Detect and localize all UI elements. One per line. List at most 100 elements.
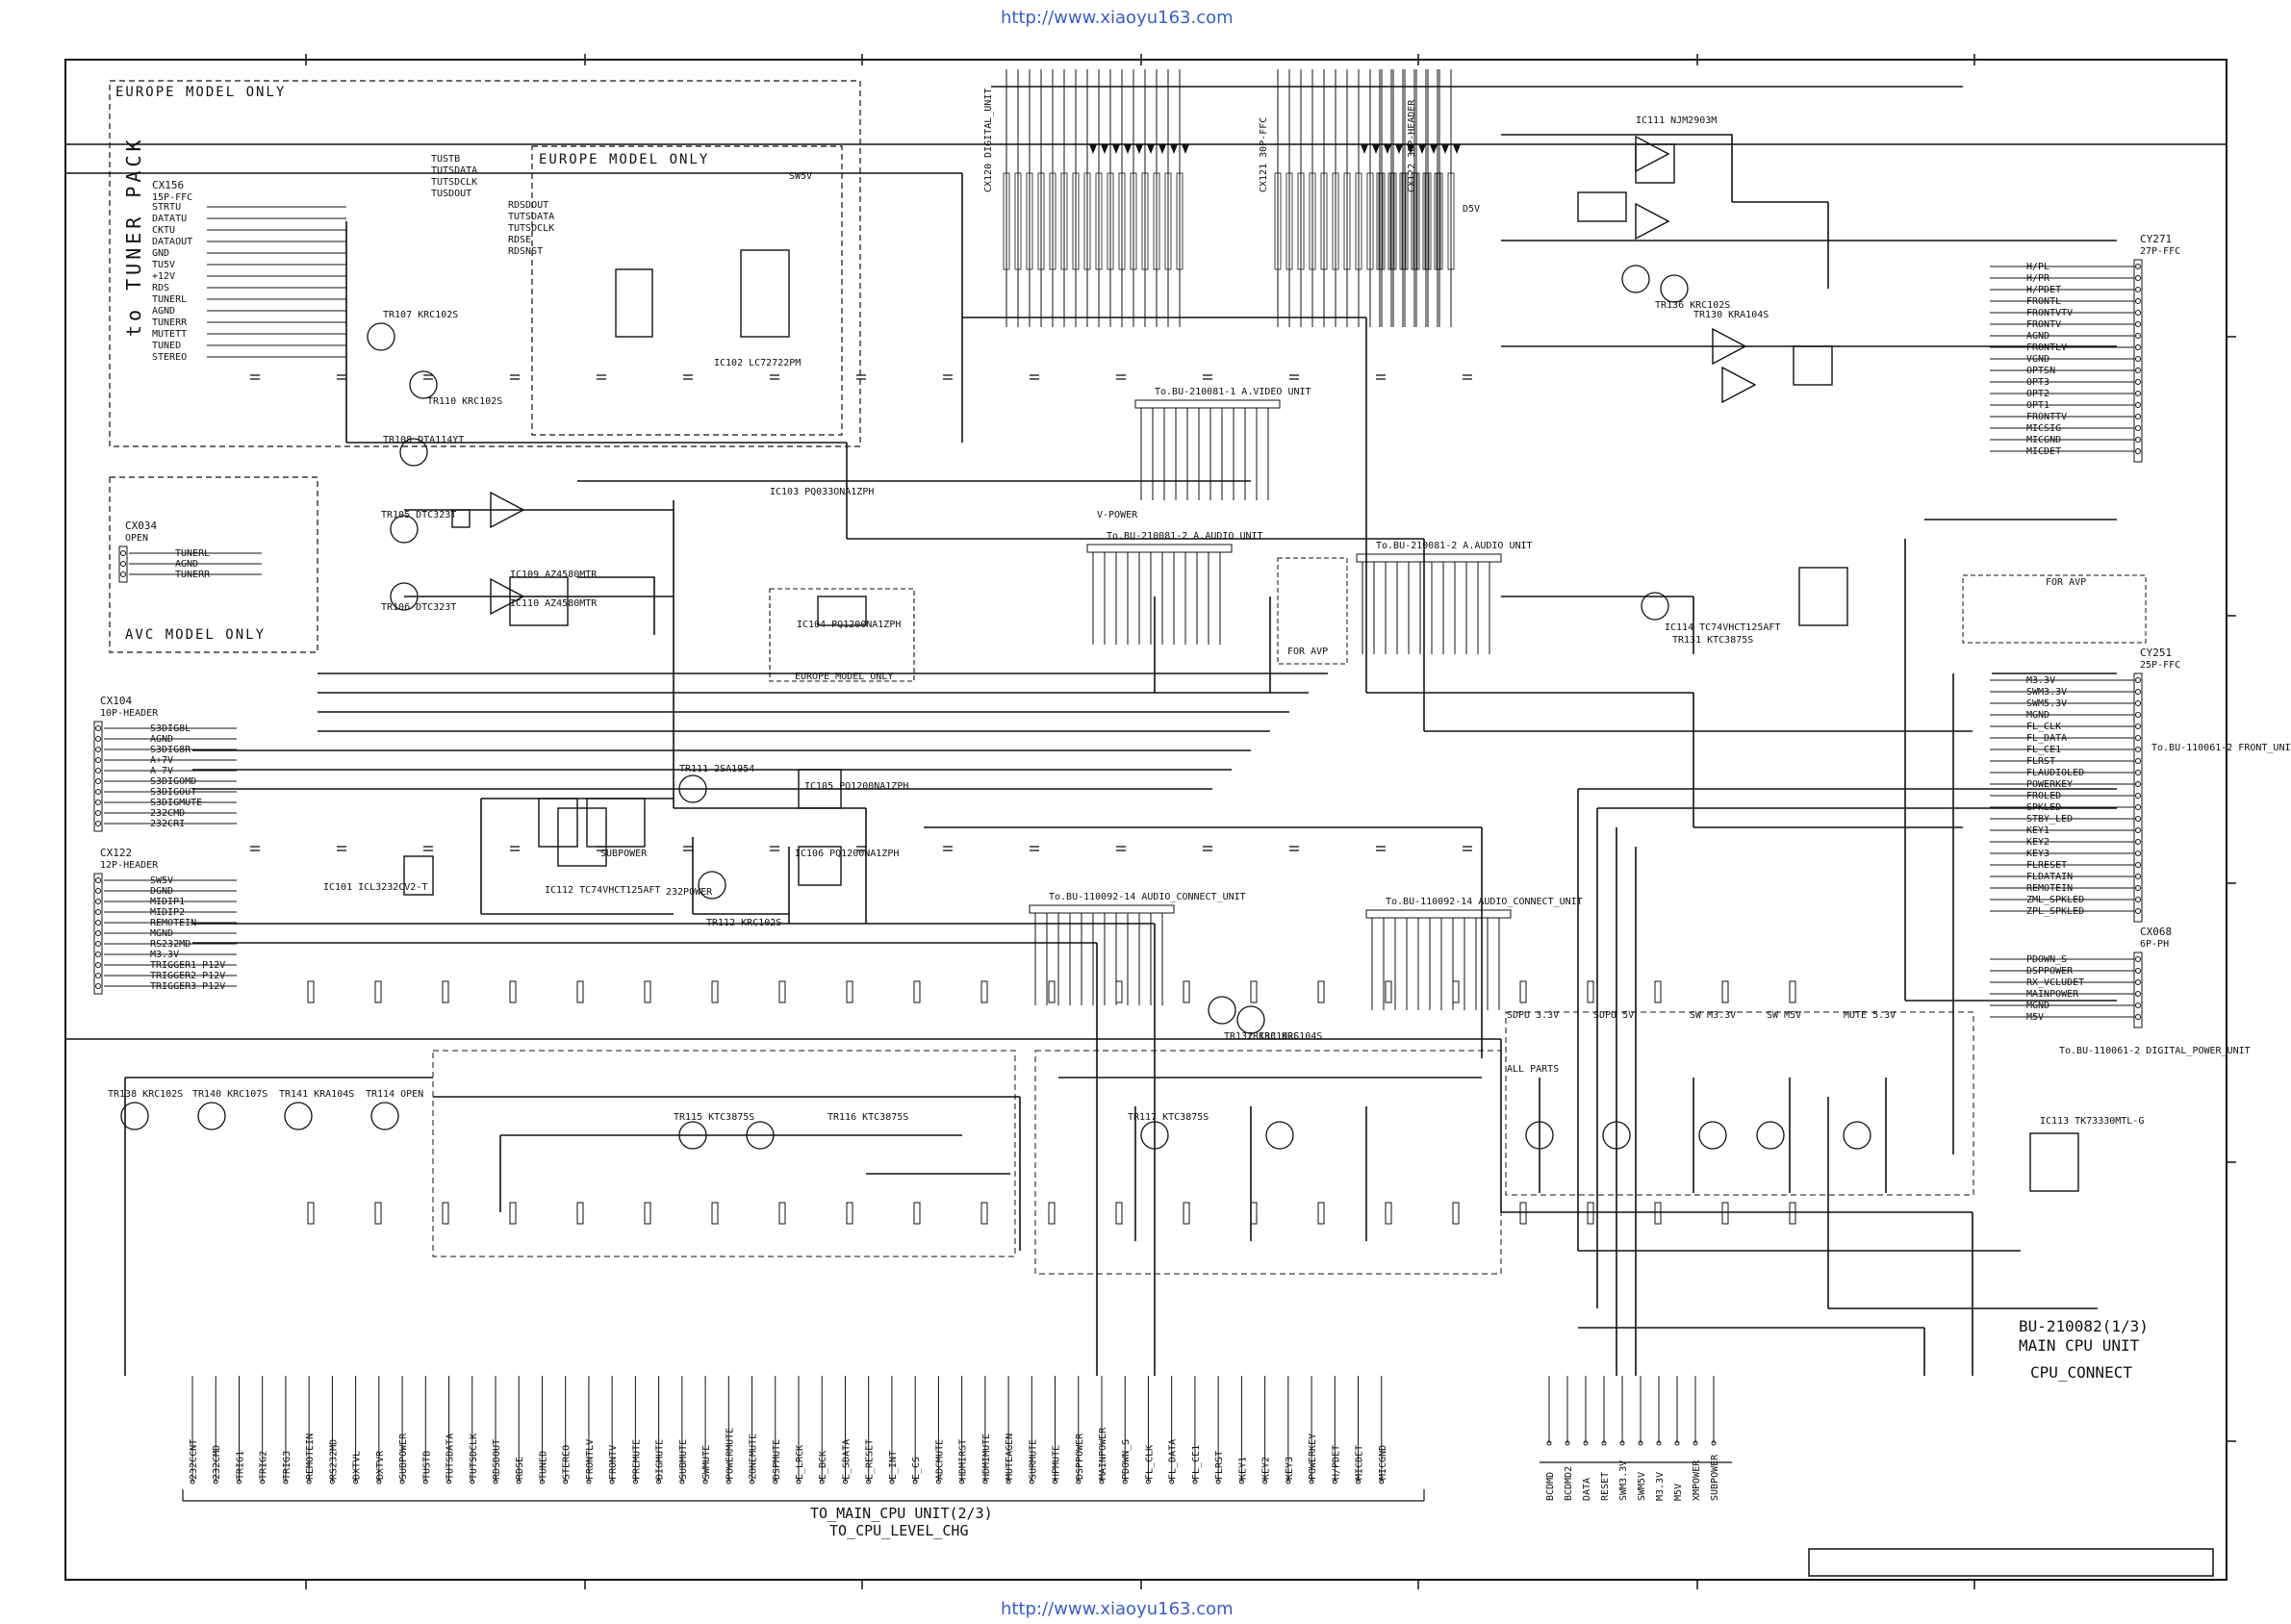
bus-signal-label: SWMUTE	[701, 1445, 712, 1480]
bus-signal-label: 232CMD	[212, 1445, 222, 1480]
bus-signal-label: FL_CE1	[1191, 1445, 1202, 1480]
bus-signal-label: MICDET	[1355, 1445, 1365, 1480]
to-tuner-block-pin: RDSNST	[508, 246, 543, 257]
bus-signal-label: RDSDOUT	[492, 1439, 502, 1480]
transistor-label: TR105 DTC323T	[381, 510, 456, 520]
bus-signal-label: DIGMUTE	[655, 1439, 666, 1480]
left-connector-type: 10P-HEADER	[100, 708, 159, 719]
tuner-pin-label: GND	[152, 248, 169, 259]
bus-signal-label: POWERKEY	[1308, 1434, 1318, 1480]
transistor-label: TR107 KRC102S	[383, 310, 458, 320]
region-europe-outer-label: EUROPE MODEL ONLY	[115, 85, 286, 100]
ic-label: IC112 TC74VHCT125AFT	[545, 885, 660, 896]
ic-labels: IC101 ICL3232CV2-T IC112 TC74VHCT125AFT IC…	[323, 115, 2144, 1127]
title-sheet-name: CPU_CONNECT	[2030, 1363, 2132, 1382]
top-connector-label: CX120 DIGITAL_UNIT	[983, 89, 994, 192]
bus-signal-label: H/PDET	[1331, 1445, 1341, 1480]
region-for-avp-b-label: FOR AVP	[2046, 577, 2086, 588]
title-board-number: BU-210082(1/3)	[2019, 1317, 2149, 1335]
bus-signal-label: DSPPOWER	[1075, 1433, 1085, 1480]
bus-signal-label: TUSTB	[421, 1451, 432, 1480]
to-tuner-block-pin: TUSTB	[431, 154, 460, 165]
to-tuner-block-pin: RDSDOUT	[508, 200, 548, 211]
ic-label: IC105 PQ1200NA1ZPH	[804, 781, 908, 792]
bus-label-cpu-level: TO_CPU_LEVEL_CHG	[829, 1522, 969, 1539]
tuner-pin-label: TUNERR	[152, 317, 188, 328]
bus-right-signal-label: BCDMD2	[1564, 1466, 1574, 1501]
bus-signal-label: E_SDATA	[841, 1439, 852, 1480]
ic-label: IC104 PQ1200NA1ZPH	[797, 620, 901, 630]
power-rail-label: SW M3.3V	[1690, 1010, 1736, 1021]
transistor-label: TR112 KRC102S	[706, 918, 781, 928]
bus-signal-label: MUTEAGEN	[1005, 1434, 1015, 1480]
region-for-avp-b	[1962, 574, 2147, 644]
right-connector-type: 25P-FFC	[2140, 660, 2180, 671]
tuner-pin-label: MUTETT	[152, 329, 187, 340]
left-connector-name: CX104	[100, 695, 132, 707]
ic-label: IC114 TC74VHCT125AFT	[1665, 622, 1780, 633]
top-connector-label: CX121 30P-FFC	[1259, 117, 1269, 192]
to-tuner-block-pin: TUTSDCLK	[508, 223, 554, 234]
bus-signal-label: KEY3	[1285, 1457, 1295, 1480]
region-for-avp-a	[1277, 557, 1348, 665]
power-rail-label: 232POWER	[666, 887, 713, 898]
ic-label: IC109 AZ4580MTR	[510, 570, 598, 580]
region-power-ctrl	[1034, 1050, 1502, 1275]
tuner-pack-label: to TUNER PACK	[122, 136, 145, 337]
title-box	[1808, 1548, 2214, 1577]
region-europe-inner-label: EUROPE MODEL ONLY	[539, 152, 709, 167]
mid-connector-label: To.BU-210081-1 A.VIDEO UNIT	[1155, 387, 1311, 397]
top-connector-label: CX122 30P-HEADER	[1407, 99, 1417, 192]
bus-signal-label: FRONTV	[608, 1445, 619, 1480]
bus-signal-label: E_RESET	[865, 1439, 876, 1480]
sheet-frame	[64, 59, 2227, 1581]
transistor-label: TR106 DTC323T	[381, 602, 456, 613]
bus-signal-label: TUNED	[538, 1451, 548, 1480]
tuner-pin-label: DATAOUT	[152, 237, 192, 247]
power-rail-label: D5V	[1463, 204, 1480, 215]
transistor-label: TR141 KRA104S	[279, 1089, 354, 1100]
wiring	[65, 86, 2227, 1376]
ic-label: IC102 LC72722PM	[714, 358, 801, 368]
ic-label: IC110 AZ4580MTR	[510, 598, 598, 609]
transistor-label: TR131 KTC3875S	[1672, 635, 1753, 646]
ic-label: IC101 ICL3232CV2-T	[323, 882, 427, 893]
region-avc-label: AVC MODEL ONLY	[125, 627, 266, 643]
bus-right-signal-label: DATA	[1582, 1478, 1592, 1501]
bus-signal-label: HDMIRST	[958, 1439, 969, 1480]
transistor-label: TR115 KTC3875S	[674, 1112, 754, 1123]
bus-signal-label: PREMUTE	[631, 1439, 642, 1480]
right-connectors: CY27127P-FFCH/PLH/PRH/PDETFRONTLFRONTVTV…	[1990, 233, 2180, 1028]
transistor-label: TR108 DTA114YT	[383, 435, 464, 445]
to-tuner-block-pins: TUSTBTUTSDATATUTSDCLKTUSDOUTRDSDOUTTUTSD…	[431, 154, 554, 257]
transistor-label: TR136 KRC102S	[1655, 300, 1730, 311]
bus-signal-label: TRIG1	[235, 1451, 245, 1480]
tuner-pin-label: AGND	[152, 306, 175, 317]
title-unit-name: MAIN CPU UNIT	[2019, 1336, 2140, 1355]
ic-label: IC106 PQ1200NA1ZPH	[795, 849, 899, 859]
transistor-label: TR114 OPEN	[366, 1089, 423, 1100]
tuner-pin-label: TUNERL	[152, 294, 187, 305]
bus-right-signal-label: SUBPOWER	[1710, 1454, 1720, 1501]
region-europe-outer	[109, 80, 861, 447]
transistor-label: TR132 KRC102S	[1224, 1031, 1299, 1042]
bus-signal-label: HDMIMUTE	[981, 1434, 992, 1480]
top-connector-columns: CX120 DIGITAL_UNIT CX121 30P-FFC CX122 30P…	[983, 69, 1461, 327]
footer-watermark-url: http://www.xiaoyu163.com	[1001, 1599, 1234, 1619]
bus-signal-label: TUTSDCLK	[469, 1434, 479, 1480]
power-rail-label: SW5V	[789, 171, 812, 182]
right-connector-name: CY271	[2140, 233, 2172, 245]
bus-right-signal-label: SWM5V	[1637, 1472, 1647, 1501]
left-connector-name: CX034	[125, 520, 157, 532]
region-level-chg	[432, 1050, 1016, 1257]
power-rail-label: V-POWER	[1097, 510, 1138, 520]
bus-signal-label: 232CCNT	[189, 1439, 199, 1480]
ic-label: IC111 NJM2903M	[1636, 115, 1717, 126]
tuner-pin-label: STRTU	[152, 202, 181, 213]
to-tuner-block-pin: TUTSDCLK	[431, 177, 477, 188]
tuner-pin-list: STRTUDATATUCKTUDATAOUTGNDTU5V+12VRDSTUNE…	[152, 202, 346, 363]
power-rail-label: SW M5V	[1767, 1010, 1801, 1021]
